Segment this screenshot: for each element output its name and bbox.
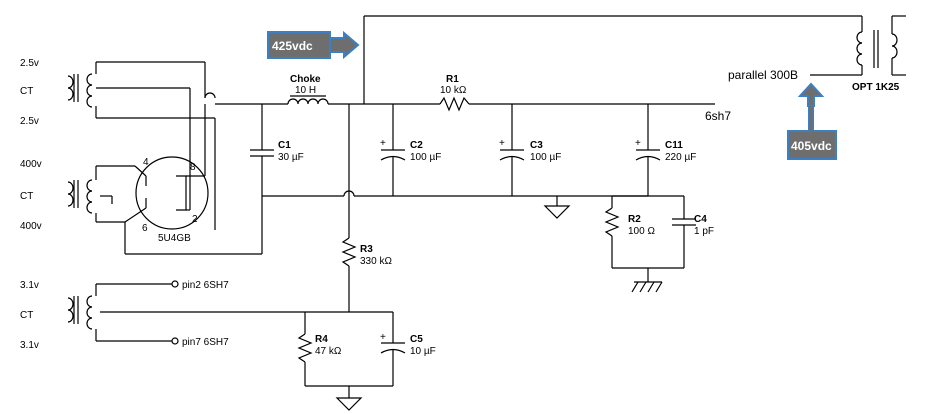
c1-value: 30 µF (278, 152, 304, 163)
choke-name: Choke (290, 74, 321, 85)
secondary-winding (86, 73, 93, 108)
tube-pin8: 8 (190, 162, 196, 173)
c11-value: 220 µF (665, 152, 696, 163)
svg-text:+: + (635, 138, 641, 149)
node-6sh7: 6sh7 (705, 109, 731, 123)
r3-value: 330 kΩ (360, 256, 392, 267)
primary-winding (67, 75, 74, 101)
c1-name: C1 (278, 140, 291, 151)
svg-text:+: + (499, 138, 505, 149)
choke-inductor (287, 98, 329, 105)
t1-ct-label: CT (20, 86, 33, 97)
choke-value: 10 H (295, 85, 316, 96)
c4-capacitor: C4 1 pF (672, 196, 714, 268)
callout-425vdc-text: 425vdc (272, 39, 313, 53)
pin2-terminal (171, 280, 179, 288)
svg-text:+: + (380, 138, 386, 149)
node-parallel-300b: parallel 300B (728, 68, 798, 82)
c11-capacitor: + C11 220 µF (635, 104, 696, 196)
r1-value: 10 kΩ (440, 85, 467, 96)
r3-resistor (341, 237, 357, 267)
t1-bottom-label: 2.5v (20, 116, 39, 127)
t2-bottom-label: 400v (20, 221, 42, 232)
r1-resistor (439, 96, 470, 112)
tube-label: 5U4GB (158, 233, 191, 244)
c4-value: 1 pF (694, 226, 714, 237)
c4-name: C4 (694, 214, 707, 225)
t3-top-label: 3.1v (20, 280, 39, 291)
callout-405vdc: 405vdc (787, 82, 837, 160)
heater-transformer-6sh7: 3.1v CT 3.1v (20, 280, 305, 351)
c3-name: C3 (530, 140, 543, 151)
r2-value: 100 Ω (628, 226, 655, 237)
output-transformer: OPT 1K25 (852, 15, 906, 93)
chassis-ground-symbol (631, 281, 663, 293)
t2-top-label: 400v (20, 159, 42, 170)
c5-value: 10 µF (410, 346, 436, 357)
ground-symbol-bottom (335, 386, 363, 411)
t3-bottom-label: 3.1v (20, 340, 39, 351)
ground-symbol-rail (543, 196, 571, 219)
c5-capacitor: + C5 10 µF (380, 312, 436, 386)
r1-name: R1 (446, 74, 459, 85)
svg-text:+: + (380, 332, 386, 343)
r4-value: 47 kΩ (315, 346, 342, 357)
c2-capacitor: + C2 100 µF (380, 104, 441, 196)
r4-name: R4 (315, 334, 328, 345)
c3-capacitor: + C3 100 µF (499, 104, 561, 196)
t2-ct-label: CT (20, 191, 33, 202)
t1-top-label: 2.5v (20, 58, 39, 69)
c3-value: 100 µF (530, 152, 561, 163)
c2-name: C2 (410, 140, 423, 151)
r2-resistor (604, 207, 620, 237)
hv-transformer: 400v CT 400v (20, 159, 135, 232)
rectifier-tube-5u4gb: 4 8 6 2 5U4GB (124, 156, 209, 244)
callout-425vdc: 425vdc (267, 30, 360, 60)
heater-transformer-5u4: 2.5v CT 2.5v (20, 58, 205, 127)
pin7-label: pin7 6SH7 (182, 337, 229, 348)
opt-label: OPT 1K25 (852, 82, 900, 93)
tube-pin4: 4 (143, 157, 149, 168)
t3-ct-label: CT (20, 310, 33, 321)
c2-value: 100 µF (410, 152, 441, 163)
r4-resistor (297, 333, 313, 363)
r3-name: R3 (360, 244, 373, 255)
tube-pin6: 6 (142, 223, 148, 234)
c1-capacitor: C1 30 µF (250, 104, 304, 196)
pin7-terminal (171, 337, 179, 345)
c11-name: C11 (665, 140, 683, 151)
c5-name: C5 (410, 334, 423, 345)
pin2-label: pin2 6SH7 (182, 280, 229, 291)
r2-name: R2 (628, 214, 641, 225)
tube-pin2: 2 (192, 214, 198, 225)
callout-405vdc-text: 405vdc (791, 139, 832, 153)
